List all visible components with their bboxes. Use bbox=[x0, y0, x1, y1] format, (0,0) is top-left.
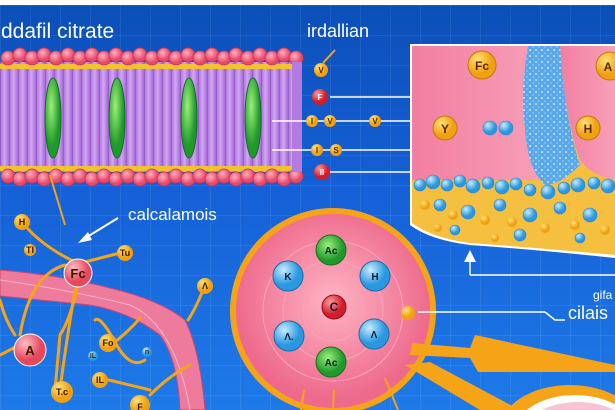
neuron-il: IL bbox=[92, 372, 108, 388]
svg-text:I: I bbox=[311, 117, 313, 126]
svg-text:II: II bbox=[320, 168, 324, 177]
svg-text:Λ: Λ bbox=[371, 330, 378, 341]
svg-text:Y: Y bbox=[441, 122, 449, 136]
svg-text:H: H bbox=[584, 122, 593, 136]
channel-proteins bbox=[44, 77, 262, 159]
svg-text:I: I bbox=[316, 146, 318, 155]
organelle-c: C bbox=[321, 294, 347, 320]
svg-text:Tu: Tu bbox=[120, 248, 130, 258]
neuron-tu: Tu bbox=[117, 245, 133, 261]
svg-text:S: S bbox=[333, 146, 339, 155]
diagram-graphics bbox=[0, 44, 615, 410]
svg-text:H: H bbox=[371, 272, 378, 283]
marker-f: F bbox=[312, 89, 328, 105]
svg-text:Fc: Fc bbox=[70, 266, 85, 281]
callout-left-label: calcalamois bbox=[128, 205, 217, 224]
organelle-lambda-right: Λ bbox=[358, 318, 390, 350]
tissue-node-y: Y bbox=[432, 115, 458, 141]
svg-text:n: n bbox=[145, 349, 149, 356]
tissue-node-fc: Fc bbox=[467, 50, 497, 80]
svg-text:K: K bbox=[284, 272, 292, 283]
marker-v: V bbox=[314, 63, 328, 77]
title-mid-label: irdallian bbox=[307, 21, 370, 41]
svg-text:C: C bbox=[330, 300, 339, 314]
svg-text:Fo: Fo bbox=[103, 338, 114, 348]
svg-text:Λ.: Λ. bbox=[284, 332, 294, 343]
neuron-n-blue: n bbox=[142, 347, 152, 357]
svg-text:H: H bbox=[19, 217, 26, 227]
marker-i2: I bbox=[311, 144, 323, 156]
organelle-ac-bottom: Ac bbox=[315, 346, 347, 378]
svg-text:F: F bbox=[318, 93, 323, 102]
callout-right-top-label: gifa bbox=[593, 288, 613, 302]
marker-ii: II bbox=[314, 164, 330, 180]
svg-text:Λ: Λ bbox=[202, 281, 208, 291]
neuron-a: A bbox=[13, 333, 47, 367]
neuron-tc: T.c bbox=[51, 381, 73, 403]
svg-text:V: V bbox=[327, 117, 333, 126]
svg-text:Fc: Fc bbox=[475, 59, 489, 73]
marker-v2: V bbox=[324, 115, 336, 127]
organelle-h: H bbox=[359, 260, 391, 292]
callout-right-label: cilais bbox=[568, 303, 609, 323]
marker-v3: V bbox=[369, 115, 381, 127]
svg-text:A: A bbox=[25, 343, 35, 358]
svg-text:IL: IL bbox=[90, 353, 97, 360]
illustration-canvas: ddafil citrate irdallian calcalamois gif… bbox=[0, 5, 615, 410]
marker-i: I bbox=[306, 115, 318, 127]
svg-text:Ac: Ac bbox=[325, 358, 338, 369]
neuron-il-blue: IL bbox=[88, 351, 98, 361]
organelle-k: K bbox=[272, 260, 304, 292]
marker-s: S bbox=[330, 144, 342, 156]
svg-text:F: F bbox=[137, 402, 143, 410]
svg-text:IL: IL bbox=[96, 375, 105, 385]
svg-text:V: V bbox=[318, 66, 324, 75]
neuron-lambda: Λ bbox=[197, 278, 213, 294]
neuron-fo: Fo bbox=[99, 334, 117, 352]
neuron-f: F bbox=[130, 395, 150, 410]
neuron-h: H bbox=[14, 214, 30, 230]
neuron-ti: TI bbox=[24, 244, 36, 256]
tissue-node-h: H bbox=[575, 115, 601, 141]
markers-layer: V F I V V I S II Fc Y H A H TI Tu Fc A F… bbox=[13, 50, 615, 410]
organelle-lambda-left: Λ. bbox=[273, 320, 305, 352]
svg-text:Ac: Ac bbox=[325, 246, 338, 257]
tissue-node-a: A bbox=[595, 51, 615, 81]
svg-text:TI: TI bbox=[26, 245, 34, 255]
svg-text:V: V bbox=[372, 117, 378, 126]
neuron-fc: Fc bbox=[63, 258, 93, 288]
svg-text:T.c: T.c bbox=[56, 387, 68, 397]
organelle-ac-top: Ac bbox=[315, 234, 347, 266]
title-left-label: ddafil citrate bbox=[1, 20, 115, 43]
svg-text:A: A bbox=[604, 60, 613, 74]
neuron-processes bbox=[0, 220, 205, 397]
tissue-panel bbox=[410, 44, 615, 258]
